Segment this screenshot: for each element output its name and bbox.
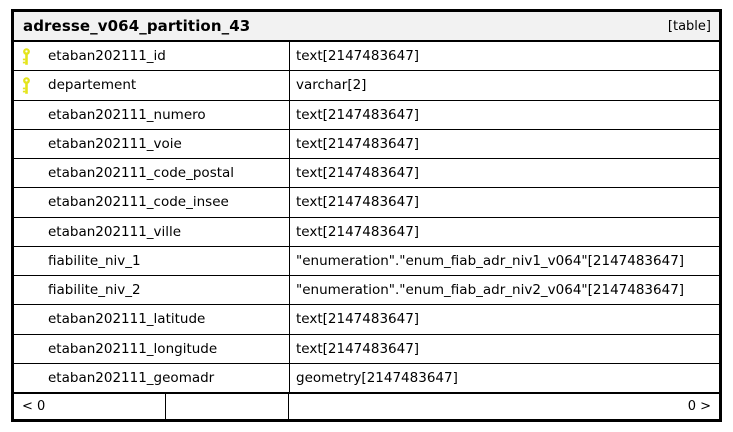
column-name-label: fiabilite_niv_2 [48, 282, 141, 299]
column-name-cell: etaban202111_numero [14, 100, 290, 129]
column-name-label: etaban202111_id [48, 48, 166, 65]
page-title: adresse_v064_partition_43 [23, 17, 251, 35]
column-type-cell: text[2147483647] [290, 159, 719, 187]
table-row[interactable]: etaban202111_code_insee text[2147483647] [14, 188, 719, 218]
table-row[interactable]: etaban202111_voie text[2147483647] [14, 129, 719, 159]
column-type-cell: varchar[2] [290, 71, 719, 99]
column-type-cell: "enumeration"."enum_fiab_adr_niv2_v064"[… [290, 276, 719, 304]
column-name-cell: etaban202111_geomadr [14, 363, 290, 392]
table-row[interactable]: fiabilite_niv_1 "enumeration"."enum_fiab_… [14, 246, 719, 276]
column-name-label: etaban202111_numero [48, 106, 206, 123]
column-type-cell: text[2147483647] [290, 101, 719, 129]
table-row[interactable]: etaban202111_geomadr geometry[2147483647] [14, 363, 719, 393]
column-name-label: etaban202111_latitude [48, 311, 206, 328]
column-name-cell: etaban202111_id [14, 42, 290, 71]
prev-page-label: < 0 [22, 399, 46, 414]
column-name-cell: fiabilite_niv_1 [14, 246, 290, 275]
table-row[interactable]: etaban202111_latitude text[2147483647] [14, 305, 719, 335]
column-name-cell: departement [14, 71, 290, 100]
footer-spacer [166, 394, 289, 419]
node-kind-badge: [table] [667, 18, 711, 34]
column-type-cell: text[2147483647] [290, 188, 719, 216]
column-name-label: etaban202111_longitude [48, 340, 218, 357]
column-type-label: text[2147483647] [296, 194, 420, 211]
column-name-label: etaban202111_code_postal [48, 165, 235, 182]
prev-page-button[interactable]: < 0 [14, 394, 166, 419]
column-type-cell: text[2147483647] [290, 130, 719, 158]
column-type-label: text[2147483647] [296, 223, 420, 240]
column-name-cell: etaban202111_code_postal [14, 159, 290, 188]
table-node[interactable]: adresse_v064_partition_43 [table] etaban… [11, 9, 722, 422]
column-name-cell: etaban202111_latitude [14, 305, 290, 334]
column-type-label: text[2147483647] [296, 106, 420, 123]
column-name-cell: etaban202111_voie [14, 129, 290, 158]
column-name-label: etaban202111_voie [48, 135, 182, 152]
column-name-cell: fiabilite_niv_2 [14, 276, 290, 305]
column-name-cell: etaban202111_ville [14, 217, 290, 246]
column-type-label: text[2147483647] [296, 165, 420, 182]
column-type-label: text[2147483647] [296, 48, 420, 65]
column-type-cell: text[2147483647] [290, 335, 719, 363]
key-icon [22, 77, 48, 94]
column-type-label: "enumeration"."enum_fiab_adr_niv1_v064"[… [296, 252, 685, 269]
column-type-cell: text[2147483647] [290, 218, 719, 246]
column-type-cell: text[2147483647] [290, 305, 719, 333]
table-header[interactable]: adresse_v064_partition_43 [table] [14, 12, 719, 42]
column-type-label: varchar[2] [296, 77, 367, 94]
column-type-label: text[2147483647] [296, 135, 420, 152]
column-name-cell: etaban202111_code_insee [14, 188, 290, 217]
table-row[interactable]: etaban202111_longitude text[2147483647] [14, 334, 719, 364]
column-type-label: "enumeration"."enum_fiab_adr_niv2_v064"[… [296, 282, 685, 299]
column-type-label: text[2147483647] [296, 311, 420, 328]
table-row[interactable]: etaban202111_ville text[2147483647] [14, 217, 719, 247]
column-type-cell: "enumeration"."enum_fiab_adr_niv1_v064"[… [290, 247, 719, 275]
table-row[interactable]: departement varchar[2] [14, 71, 719, 101]
column-name-label: fiabilite_niv_1 [48, 252, 141, 269]
column-type-cell: geometry[2147483647] [290, 364, 719, 392]
column-name-label: etaban202111_geomadr [48, 369, 215, 386]
column-list: etaban202111_id text[2147483647] departeme… [14, 42, 719, 393]
column-name-label: departement [48, 77, 137, 94]
key-icon [22, 47, 48, 65]
table-row[interactable]: fiabilite_niv_2 "enumeration"."enum_fiab_… [14, 276, 719, 306]
next-page-label: 0 > [687, 399, 711, 414]
next-page-button[interactable]: 0 > [289, 394, 719, 419]
table-footer: < 0 0 > [14, 393, 719, 419]
column-type-cell: text[2147483647] [290, 42, 719, 70]
column-name-cell: etaban202111_longitude [14, 334, 290, 363]
column-name-label: etaban202111_code_insee [48, 194, 229, 211]
column-type-label: geometry[2147483647] [296, 369, 458, 386]
table-row[interactable]: etaban202111_code_postal text[2147483647] [14, 159, 719, 189]
column-type-label: text[2147483647] [296, 340, 420, 357]
table-row[interactable]: etaban202111_numero text[2147483647] [14, 100, 719, 130]
table-row[interactable]: etaban202111_id text[2147483647] [14, 42, 719, 72]
column-name-label: etaban202111_ville [48, 223, 182, 240]
